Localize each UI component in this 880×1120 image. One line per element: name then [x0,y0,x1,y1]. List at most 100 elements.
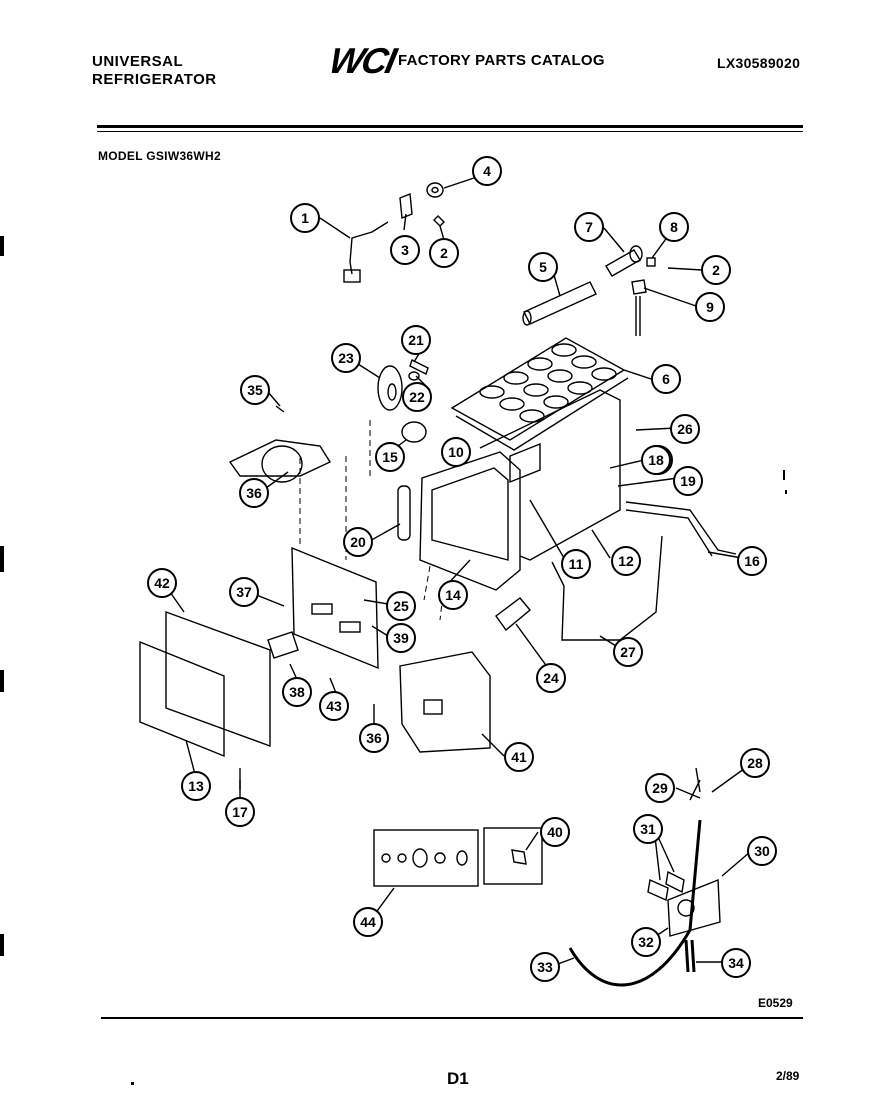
part-gear [377,365,403,411]
diagram-code: E0529 [758,996,793,1010]
part-kit-40 [483,827,543,885]
callout-circle-12 [611,546,641,576]
part-kit-44 [373,829,479,887]
catalog-number: LX30589020 [717,55,801,71]
callout-label-30: 30 [754,843,770,859]
part-cam [401,421,427,443]
callout-circle-8 [659,212,689,242]
callout-label-42: 42 [154,575,170,591]
callout-circle-5 [528,252,558,282]
callout-label-27: 27 [620,644,636,660]
callout-circle-39 [386,623,416,653]
callout-circle-14 [438,580,468,610]
callout-label-26: 26 [677,421,693,437]
callout-label-38: 38 [289,684,305,700]
callout-label-34: 34 [728,955,744,971]
part-bracket [399,193,413,219]
callout-label-32: 32 [638,934,654,950]
callout-group: 1234567829101112131415161617181920212223… [147,156,777,982]
callout-label-44: 44 [360,914,376,930]
part-water-valve [667,878,721,937]
callout-circle-27 [613,637,643,667]
callout-circle-43 [319,691,349,721]
part-water-tube [568,819,702,987]
callout-label-23: 23 [338,350,354,366]
callout-circle-33 [530,952,560,982]
callout-circle-30 [747,836,777,866]
callout-circle-40 [540,817,570,847]
callout-circle-36 [239,478,269,508]
callout-label-31: 31 [640,821,656,837]
callout-label-15: 15 [382,449,398,465]
callout-circle-11 [561,549,591,579]
callout-circle-37 [229,577,259,607]
callout-label-41: 41 [511,749,527,765]
header-rule-thick [97,125,803,128]
callout-label-40: 40 [547,824,563,840]
part-cover-plate [139,640,225,758]
callout-circle-26 [670,414,700,444]
callout-label-25: 25 [393,598,409,614]
callout-circle-13 [181,771,211,801]
callout-circle-2 [701,255,731,285]
callout-circle-1 [290,203,320,233]
callout-circle-44 [353,907,383,937]
part-link [397,485,411,541]
callout-circle-9 [695,292,725,322]
callout-label-12: 12 [618,553,634,569]
callout-circle-22 [402,382,432,412]
callout-label-11: 11 [569,556,584,572]
callout-label-29: 29 [652,780,668,796]
callout-circle-16 [737,546,767,576]
callout-circle-38 [282,677,312,707]
callout-circle-29 [645,773,675,803]
callout-label-5: 5 [539,259,547,275]
callout-label-28: 28 [747,755,763,771]
callout-circle-18 [641,445,671,475]
page-number: D1 [447,1069,469,1088]
footer-rule [101,1017,803,1019]
callout-label-36: 36 [366,730,382,746]
callout-circle-21 [401,325,431,355]
part-circuit-board [399,651,491,753]
callout-circle-17 [225,797,255,827]
model-label: MODEL GSIW36WH2 [98,149,221,163]
callout-label-16: 16 [744,553,760,569]
part-thermostat [495,597,531,632]
part-frame [479,389,621,561]
callout-label-4: 4 [483,163,491,179]
part-motor [228,439,332,477]
callout-label-35: 35 [247,382,263,398]
part-front-cover [165,610,271,748]
callout-circle-28 [740,748,770,778]
callout-label-13: 13 [188,778,204,794]
callout-label-24: 24 [543,670,559,686]
callout-circle-19 [673,466,703,496]
header-rule-thin [97,131,803,132]
part-ice-mold [450,337,626,441]
part-screw [433,215,445,227]
edge-marks [0,236,787,1085]
callout-label-43: 43 [326,698,342,714]
brand-line-1: UNIVERSAL [92,53,184,70]
callout-circle-6 [651,364,681,394]
part-wire-harness [349,221,389,275]
callout-label-2: 2 [712,262,720,278]
callout-label-39: 39 [393,630,409,646]
callout-label-2: 2 [440,245,448,261]
callout-circle-41 [504,742,534,772]
callout-circle-34 [721,948,751,978]
callout-label-17: 17 [232,804,248,820]
callout-label-9: 9 [706,299,714,315]
catalog-title: FACTORY PARTS CATALOG [398,52,605,69]
callout-label-36: 36 [246,485,262,501]
callout-label-3: 3 [401,242,409,258]
part-screw-21 [409,359,429,375]
callout-label-10: 10 [448,444,464,460]
callout-label-22: 22 [409,389,425,405]
part-shutoff-arm [551,535,663,641]
callout-label-18: 18 [648,452,664,468]
callout-circle-32 [631,927,661,957]
callout-circle-35 [240,375,270,405]
